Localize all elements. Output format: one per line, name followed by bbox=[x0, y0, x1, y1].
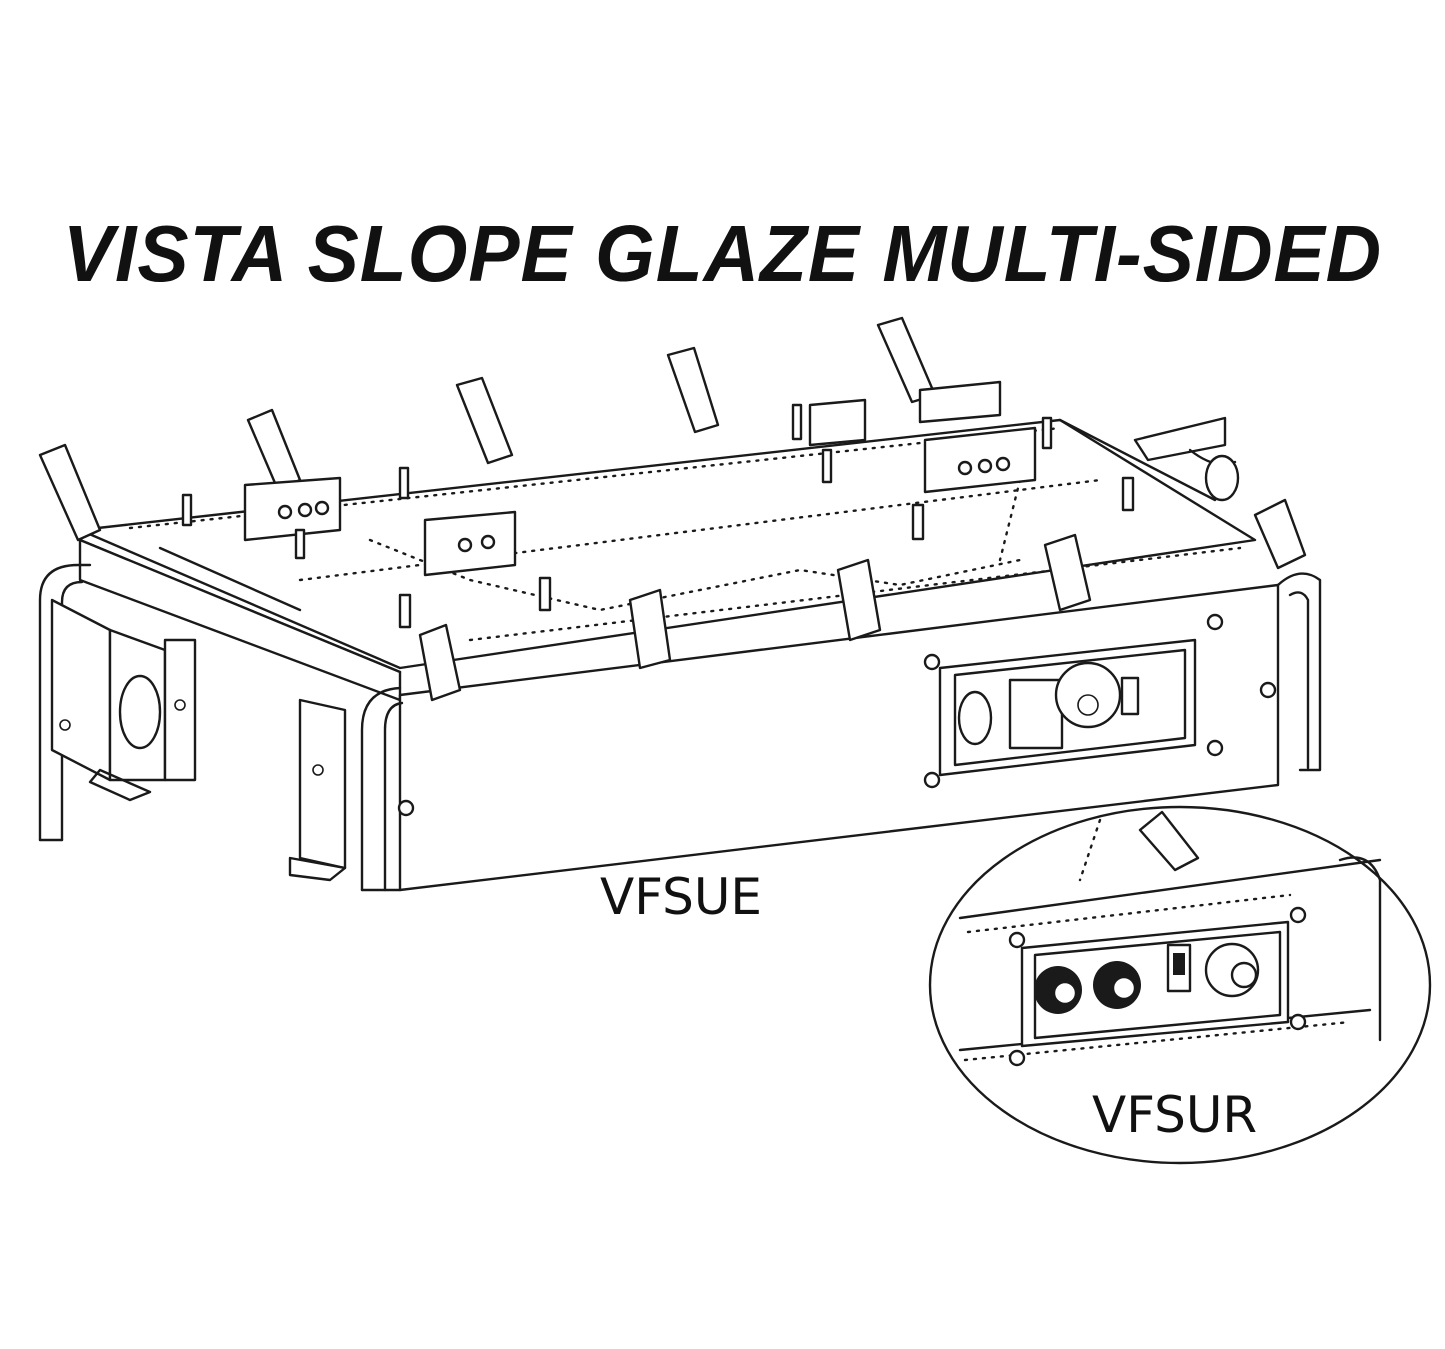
gas-connector bbox=[1058, 416, 1240, 502]
ember-fingers bbox=[38, 316, 1307, 702]
pan-front-panel bbox=[360, 572, 1322, 892]
pan-left-side bbox=[38, 538, 402, 882]
diagram-title: VISTA SLOPE GLAZE MULTI-SIDED bbox=[62, 209, 1383, 298]
inset-detail bbox=[928, 805, 1432, 1165]
main-unit-label: VFSUE bbox=[600, 868, 763, 926]
port-boxes bbox=[243, 380, 1037, 577]
inset-unit-label: VFSUR bbox=[1092, 1086, 1258, 1144]
pins bbox=[181, 403, 1135, 629]
